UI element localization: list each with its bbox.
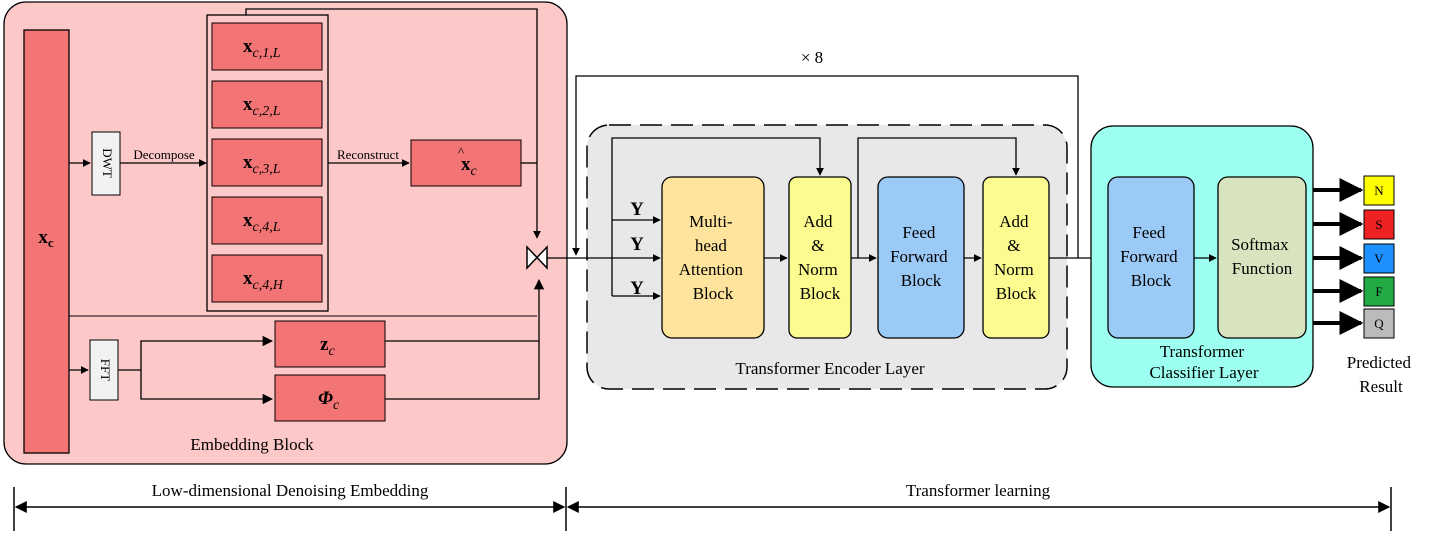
decompose-label: Decompose <box>133 147 195 162</box>
classifier-ff-label: Feed Forward Block <box>1120 223 1182 290</box>
span-annotations: Low-dimensional Denoising Embedding Tran… <box>13 481 1392 531</box>
dwt-label: DWT <box>100 148 115 178</box>
z-box <box>274 320 386 368</box>
recon-hat: ^ <box>458 144 464 159</box>
span-label-embedding: Low-dimensional Denoising Embedding <box>152 481 429 500</box>
span-label-transformer: Transformer learning <box>906 481 1051 500</box>
y-input-label: Y <box>630 234 644 255</box>
residual-arrow-2 <box>857 137 1020 258</box>
class-box-n <box>1363 175 1395 206</box>
combine-operator <box>526 245 548 270</box>
mha-block <box>661 176 765 339</box>
output-classes: N S V F Q Predicted Result <box>1313 175 1415 396</box>
xc-input-bar <box>23 29 70 454</box>
mha-label: Multi- head Attention Block <box>679 212 747 303</box>
class-label-v: V <box>1374 251 1384 266</box>
addnorm-label-1: Add & Norm Block <box>798 212 842 303</box>
reconstruct-label: Reconstruct <box>337 147 399 162</box>
y-input-label: Y <box>630 199 644 220</box>
y-input-label: Y <box>630 278 644 299</box>
coeff-label: xc,2,L <box>243 94 281 119</box>
classifier-layer-label: Transformer Classifier Layer <box>1149 342 1258 382</box>
embedding-block: Embedding Block xc DWT Decompose xc,1,L … <box>3 1 568 465</box>
class-label-f: F <box>1375 284 1382 299</box>
addnorm-label-2: Add & Norm Block <box>994 212 1038 303</box>
class-box-q <box>1363 308 1395 339</box>
class-box-s <box>1363 209 1395 240</box>
coeff-box <box>211 22 323 71</box>
fft-to-z-arrow <box>118 335 274 371</box>
phi-to-combine-line <box>385 341 540 400</box>
coeff-box <box>211 254 323 303</box>
class-box-v <box>1363 243 1395 274</box>
repeat-label: × 8 <box>801 48 823 67</box>
embedding-block-label: Embedding Block <box>190 435 314 454</box>
class-box-f <box>1363 276 1395 307</box>
coeff-label: xc,4,L <box>243 210 281 235</box>
coeff-box <box>211 80 323 129</box>
encoder-layer: Transformer Encoder Layer Y Y Y Multi- h… <box>586 124 1068 390</box>
xc-input-label: xc <box>38 227 54 250</box>
fft-to-phi-arrow <box>140 370 274 405</box>
addnorm-block-1 <box>788 176 852 339</box>
softmax-block <box>1217 176 1307 339</box>
class-label-n: N <box>1374 183 1384 198</box>
residual-arrow-1 <box>611 137 824 220</box>
ff-label: Feed Forward Block <box>890 223 952 290</box>
phi-label: Φc <box>318 388 340 413</box>
softmax-label: Softmax Function <box>1231 235 1293 278</box>
repeat-loop-arrow <box>572 75 1079 258</box>
class-label-q: Q <box>1374 316 1384 331</box>
coeff-label: xc,4,H <box>243 268 284 293</box>
coeff-box <box>211 196 323 245</box>
coeff-box <box>211 138 323 187</box>
classifier-layer: Transformer Classifier Layer Feed Forwar… <box>1090 125 1314 388</box>
recon-label: xc <box>461 154 478 179</box>
fft-label: FFT <box>98 359 113 381</box>
encoder-layer-label: Transformer Encoder Layer <box>735 359 924 378</box>
coeff-label: xc,1,L <box>243 36 281 61</box>
coeff-label: xc,3,L <box>243 152 281 177</box>
addnorm-block-2 <box>982 176 1050 339</box>
fft-box <box>89 339 119 401</box>
recon-box <box>410 139 522 187</box>
class-label-s: S <box>1375 217 1382 232</box>
predicted-result-label: Predicted Result <box>1347 353 1415 396</box>
phi-box <box>274 374 386 422</box>
z-label: zc <box>320 334 335 359</box>
coeff-skip-line <box>245 8 541 239</box>
dwt-box <box>91 131 121 196</box>
coefficient-boxes: xc,1,L xc,2,L xc,3,L xc,4,L xc,4,H <box>211 22 323 303</box>
